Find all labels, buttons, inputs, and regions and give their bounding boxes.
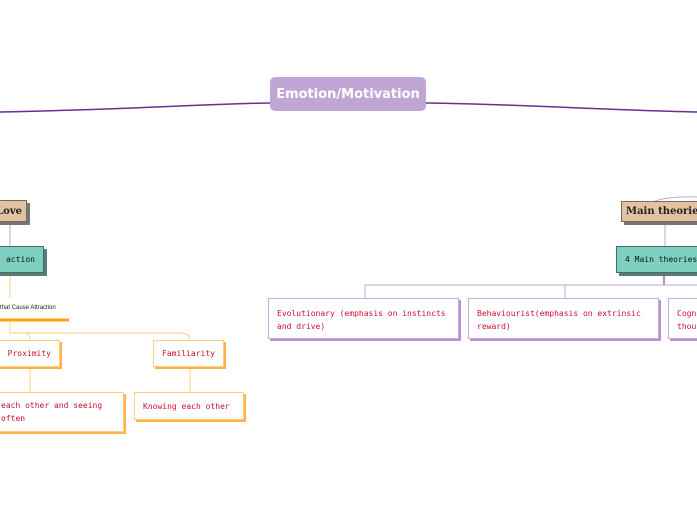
subtopic-4-main-theories[interactable]: 4 Main theories [616, 246, 697, 273]
factor-proximity-label: Proximity [7, 349, 51, 358]
familiarity-detail[interactable]: Knowing each other [134, 392, 244, 420]
central-topic[interactable]: Emotion/Motivation [270, 77, 426, 111]
subtopic-4-main-theories-label: 4 Main theories [625, 255, 697, 264]
proximity-detail[interactable]: each other and seeing often [0, 392, 124, 432]
proximity-detail-text: each other and seeing often [1, 401, 103, 423]
factor-familiarity-label: Familiarity [162, 349, 215, 358]
familiarity-detail-text: Knowing each other [143, 401, 230, 411]
subtopic-attraction-label: action [6, 255, 35, 264]
topic-love[interactable]: Love [0, 200, 27, 222]
topic-love-label: Love [0, 205, 22, 217]
topic-main-theories-label: Main theories [626, 206, 697, 217]
theory-cognitive-text: Cogni thou [677, 309, 697, 331]
theory-cognitive[interactable]: Cogni thou [668, 298, 697, 339]
factor-proximity[interactable]: Proximity [0, 340, 60, 367]
factors-label: that Cause Attraction [0, 305, 56, 311]
theory-evolutionary-text: Evolutionary (emphasis on instincts and … [277, 309, 446, 331]
theory-evolutionary[interactable]: Evolutionary (emphasis on instincts and … [268, 298, 459, 339]
subtopic-attraction[interactable]: action [0, 246, 44, 273]
central-topic-label: Emotion/Motivation [276, 86, 420, 102]
topic-main-theories[interactable]: Main theories [621, 201, 697, 222]
theory-behaviourist[interactable]: Behaviourist(emphasis on extrinsic rewar… [468, 298, 659, 339]
factor-familiarity[interactable]: Familiarity [153, 340, 224, 367]
theory-behaviourist-text: Behaviourist(emphasis on extrinsic rewar… [477, 309, 641, 331]
